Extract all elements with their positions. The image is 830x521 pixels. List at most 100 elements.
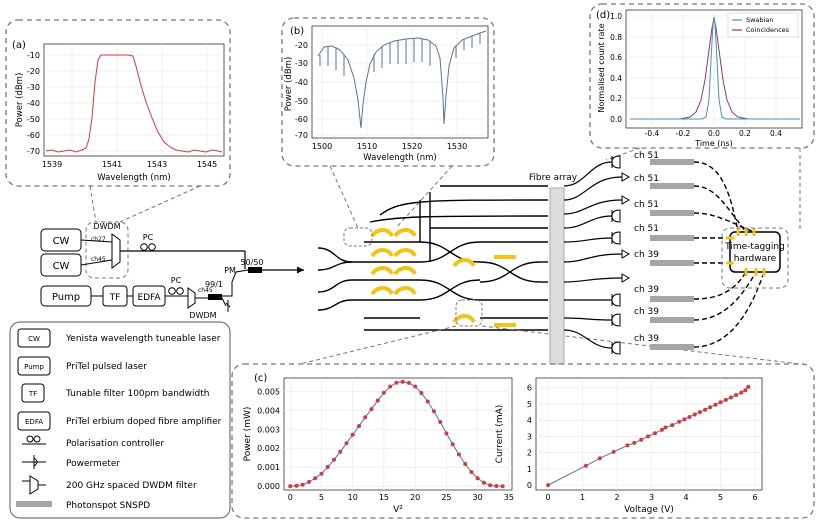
svg-text:-70: -70: [295, 131, 308, 140]
svg-text:1543: 1543: [147, 160, 167, 169]
x-tick-label: 2: [615, 493, 620, 502]
data-point: [413, 384, 418, 389]
split-label: 50/50: [240, 258, 263, 267]
data-point: [653, 431, 657, 436]
svg-text:0.2: 0.2: [610, 94, 622, 103]
data-point: [475, 476, 480, 481]
data-point: [739, 390, 744, 395]
panel-b-frame: [281, 17, 495, 167]
data-point: [488, 483, 493, 488]
legend-item: Tunable filter 100pm bandwidth: [65, 389, 209, 399]
panel-c-connector-2: [481, 325, 801, 365]
y-axis-label: Current (mA): [495, 405, 505, 464]
channel-label: ch 39: [634, 307, 659, 317]
x-tick-label: 5: [319, 493, 324, 502]
cw-laser-1-label: CW: [53, 236, 70, 247]
splitter-50-50: [248, 267, 262, 273]
cw-laser-2-label: CW: [53, 261, 70, 272]
ch27-label: ch27: [91, 236, 106, 243]
data-point: [718, 400, 723, 405]
x-tick-label: 4: [684, 493, 689, 502]
legend-frame: [9, 321, 231, 519]
data-point: [338, 449, 343, 454]
y-tick-label: 3: [527, 432, 532, 441]
panel-a-axes: [43, 43, 225, 157]
y-tick-label: 1: [527, 465, 532, 474]
svg-text:0.4: 0.4: [770, 129, 782, 138]
legend-item: Photonspot SNSPD: [66, 501, 150, 511]
data-point: [344, 441, 349, 446]
legend-cw-symbol: [17, 328, 51, 348]
data-point: [708, 405, 713, 410]
time-tagging-label-2: hardware: [734, 254, 777, 264]
y-tick-label: 0.003: [257, 425, 280, 434]
y-tick-label: 0.004: [257, 406, 280, 415]
data-point: [325, 465, 330, 469]
data-point: [611, 449, 616, 454]
legend-coincidences-label: Coincidences: [746, 26, 790, 34]
svg-text:-40: -40: [27, 99, 40, 108]
data-point: [425, 399, 430, 404]
y-tick-label: 2: [527, 449, 532, 458]
data-point: [406, 380, 411, 385]
data-point: [677, 419, 682, 424]
powermeters-and-dwdm: [611, 155, 631, 355]
svg-text:1541: 1541: [102, 160, 122, 169]
polarisation-controller-2-icon: [168, 287, 176, 295]
data-point: [713, 402, 718, 407]
data-point: [332, 457, 336, 462]
data-point: [682, 417, 687, 422]
x-tick-label: 30: [473, 493, 483, 502]
data-point: [313, 476, 318, 481]
legend-panel: CW Yenista wavelength tuneable laser Pum…: [9, 321, 231, 519]
dwdm-top-label: DWDM: [93, 222, 120, 231]
svg-text:1539: 1539: [42, 160, 62, 169]
svg-text:-50: -50: [27, 115, 40, 124]
channel-label: ch 51: [634, 151, 659, 161]
svg-text:-30: -30: [27, 83, 40, 92]
svg-text:1500: 1500: [312, 142, 332, 151]
panel-d-label: (d): [596, 10, 610, 21]
data-point: [663, 425, 668, 430]
data-point: [300, 482, 305, 487]
ch45b-label: ch45: [198, 287, 213, 294]
y-tick-label: 5: [527, 400, 532, 409]
legend-pump-symbol: [17, 356, 51, 376]
data-point: [363, 415, 368, 420]
channel-labels: ch 51 ch 51 ch 51 ch 51 ch 39 ch 39 ch 3…: [634, 151, 659, 344]
panel-c-frame: [231, 363, 815, 519]
panel-b-grid: [312, 26, 488, 138]
panel-a-yticks: -10-20 -30-40 -50-60 -70: [27, 51, 40, 156]
x-tick-label: 5: [718, 493, 723, 502]
panel-a-label: (a): [12, 40, 26, 51]
data-point: [743, 388, 748, 393]
panel-a-xlabel: Wavelength (nm): [97, 173, 170, 183]
svg-text:-0.2: -0.2: [676, 129, 691, 138]
coax-lines: [693, 161, 765, 348]
y-tick-label: 0: [527, 481, 532, 490]
polarisation-controller-icon: [140, 243, 148, 251]
svg-text:Pump: Pump: [24, 363, 44, 371]
fibre-array: [549, 187, 565, 365]
svg-text:1.0: 1.0: [610, 12, 622, 21]
output-channels: [563, 161, 623, 349]
data-point: [357, 424, 361, 428]
data-point: [394, 380, 399, 385]
legend-item: PriTel erbium doped fibre amplifier: [66, 417, 222, 427]
svg-text:-70: -70: [27, 147, 40, 156]
channel-label: ch 39: [634, 334, 659, 344]
channel-label: ch 51: [634, 224, 659, 234]
fibre-array-label: Fibre array: [529, 173, 578, 183]
legend-pc-icon: [26, 435, 34, 443]
x-tick-label: 3: [649, 493, 654, 502]
tf-label: TF: [109, 293, 121, 303]
legend-item: PriTel pulsed laser: [66, 362, 147, 372]
svg-text:-30: -30: [295, 59, 308, 68]
x-tick-label: 0: [546, 493, 551, 502]
legend-item: Polarisation controller: [66, 439, 164, 449]
x-tick-label: 10: [348, 493, 358, 502]
panel-d-swabian-curve: [630, 16, 800, 120]
pm-label: PM: [224, 266, 236, 275]
